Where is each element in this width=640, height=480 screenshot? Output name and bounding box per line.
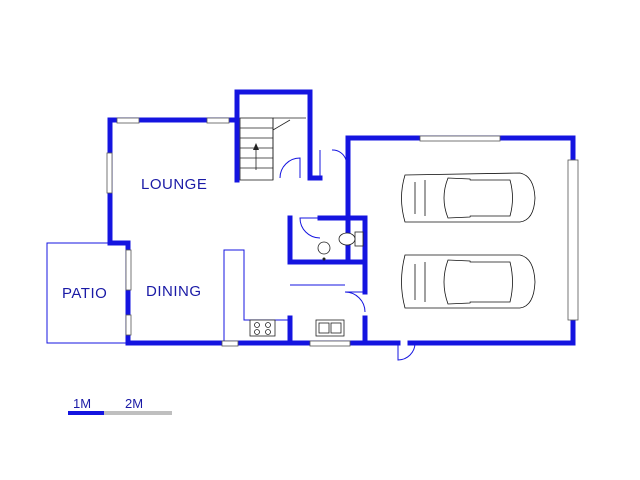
car-icon xyxy=(401,254,536,309)
scale-label-1m: 1M xyxy=(73,396,91,411)
room-label-dining: DINING xyxy=(146,283,202,300)
room-label-lounge: LOUNGE xyxy=(141,176,207,193)
basin-icon xyxy=(317,241,331,261)
car-icon xyxy=(401,172,536,223)
door-icon xyxy=(279,149,416,361)
window-icon xyxy=(106,117,579,347)
toilet-icon xyxy=(338,231,364,247)
sink-icon xyxy=(315,319,345,337)
room-label-patio: PATIO xyxy=(62,285,107,302)
partitions xyxy=(223,162,349,343)
stair-icon xyxy=(239,117,306,181)
stove-icon xyxy=(249,319,276,337)
scale-bar: 1M 2M xyxy=(68,396,172,415)
scale-label-2m: 2M xyxy=(125,396,143,411)
patio-area xyxy=(46,242,128,344)
